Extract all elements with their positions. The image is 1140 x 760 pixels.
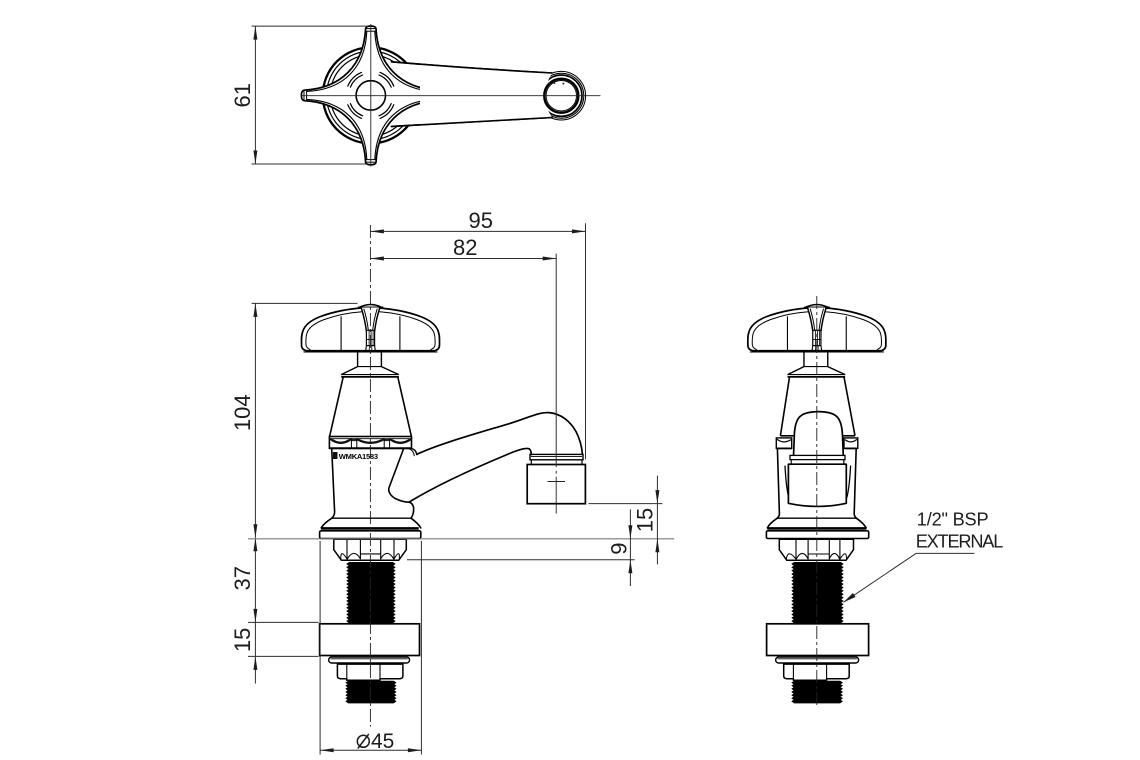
svg-text:37: 37 (230, 566, 255, 590)
svg-text:104: 104 (230, 394, 255, 431)
svg-text:15: 15 (230, 628, 255, 652)
svg-text:WMKA1583: WMKA1583 (339, 452, 378, 461)
svg-text:45: 45 (371, 730, 394, 753)
svg-text:9: 9 (606, 542, 631, 554)
svg-text:61: 61 (230, 83, 255, 107)
svg-text:1/2" BSP: 1/2" BSP (917, 509, 989, 529)
svg-text:EXTERNAL: EXTERNAL (916, 532, 1004, 552)
svg-text:82: 82 (453, 235, 477, 260)
svg-text:95: 95 (469, 208, 493, 233)
svg-text:15: 15 (633, 508, 658, 532)
